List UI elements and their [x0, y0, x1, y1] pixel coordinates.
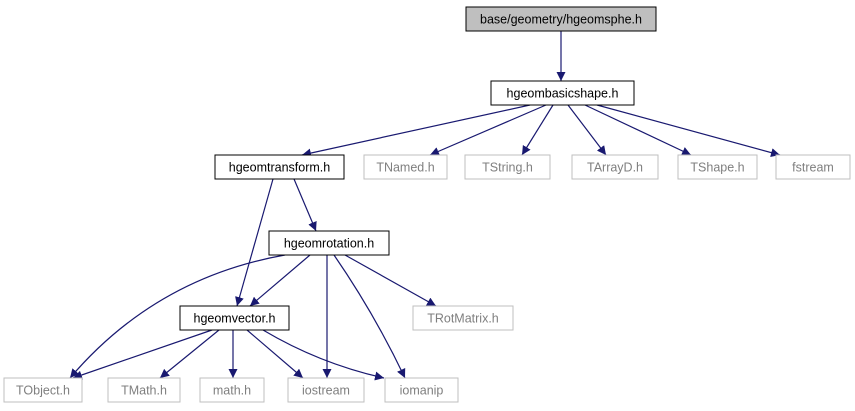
node-label-tstring: TString.h: [482, 161, 533, 175]
node-label-tarrayd: TArrayD.h: [587, 161, 643, 175]
node-label-tmath: TMath.h: [121, 384, 167, 398]
node-box-math: [199, 377, 265, 403]
edge-vector-to-iostream: [246, 329, 304, 379]
node-box-root: [465, 6, 657, 32]
node-root[interactable]: base/geometry/hgeomsphe.h: [465, 6, 657, 32]
edge-rotation-to-trotmatrix: [344, 254, 437, 307]
node-box-rotation: [268, 230, 390, 256]
edge-basicshape-to-transform: [301, 104, 531, 158]
edge-basicshape-to-tnamed: [429, 104, 547, 156]
node-label-transform: hgeomtransform.h: [229, 161, 330, 175]
node-fstream: fstream: [775, 154, 851, 180]
node-vector[interactable]: hgeomvector.h: [179, 305, 290, 331]
edge-basicshape-to-fstream: [596, 104, 781, 157]
edge-basicshape-to-tarrayd: [567, 104, 607, 156]
node-label-tnamed: TNamed.h: [376, 161, 434, 175]
edge-rotation-to-vector: [249, 254, 311, 307]
node-tobject: TObject.h: [3, 377, 83, 403]
node-tshape: TShape.h: [677, 154, 758, 180]
node-box-tstring: [464, 154, 551, 180]
node-box-iomanip: [384, 377, 459, 403]
edge-vector-to-iomanip: [262, 329, 385, 381]
node-tstring: TString.h: [464, 154, 551, 180]
edge-transform-to-vector: [235, 178, 274, 307]
node-box-tmath: [107, 377, 181, 403]
node-box-tnamed: [363, 154, 448, 180]
node-label-trotmatrix: TRotMatrix.h: [427, 312, 499, 326]
node-label-iomanip: iomanip: [400, 384, 444, 398]
node-transform[interactable]: hgeomtransform.h: [214, 154, 345, 180]
node-box-tobject: [3, 377, 83, 403]
node-basicshape[interactable]: hgeombasicshape.h: [490, 80, 635, 106]
node-label-vector: hgeomvector.h: [194, 312, 276, 326]
node-iostream: iostream: [287, 377, 365, 403]
node-box-tarrayd: [571, 154, 659, 180]
node-label-tobject: TObject.h: [16, 384, 70, 398]
node-trotmatrix: TRotMatrix.h: [412, 305, 514, 331]
node-tnamed: TNamed.h: [363, 154, 448, 180]
node-label-rotation: hgeomrotation.h: [284, 237, 374, 251]
node-box-transform: [214, 154, 345, 180]
node-box-trotmatrix: [412, 305, 514, 331]
node-label-fstream: fstream: [792, 161, 834, 175]
edge-transform-to-rotation: [293, 178, 317, 232]
node-iomanip: iomanip: [384, 377, 459, 403]
edge-rotation-to-iomanip: [333, 254, 406, 379]
node-label-math: math.h: [213, 384, 251, 398]
edge-rotation-to-tobject: [69, 254, 286, 379]
edge-vector-to-tmath: [159, 329, 220, 379]
node-rotation[interactable]: hgeomrotation.h: [268, 230, 390, 256]
node-label-basicshape: hgeombasicshape.h: [507, 87, 619, 101]
node-box-iostream: [287, 377, 365, 403]
node-label-iostream: iostream: [302, 384, 350, 398]
node-tmath: TMath.h: [107, 377, 181, 403]
node-box-vector: [179, 305, 290, 331]
edge-basicshape-to-tstring: [521, 104, 554, 156]
node-math: math.h: [199, 377, 265, 403]
node-box-basicshape: [490, 80, 635, 106]
node-label-tshape: TShape.h: [690, 161, 744, 175]
node-label-root: base/geometry/hgeomsphe.h: [480, 13, 642, 27]
nodes-layer: base/geometry/hgeomsphe.h hgeombasicshape…: [3, 6, 851, 403]
node-box-tshape: [677, 154, 758, 180]
node-box-fstream: [775, 154, 851, 180]
edge-vector-to-tobject: [72, 329, 213, 380]
node-tarrayd: TArrayD.h: [571, 154, 659, 180]
edge-basicshape-to-tshape: [584, 104, 692, 156]
edges-layer: [69, 31, 781, 381]
